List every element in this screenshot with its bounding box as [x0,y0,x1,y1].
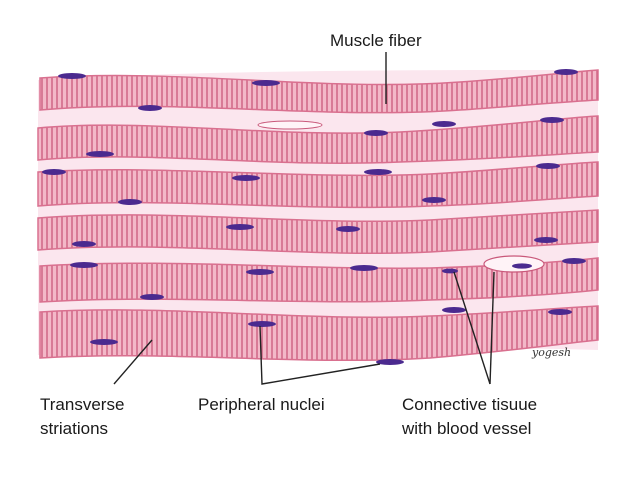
muscle-fiber [39,305,599,362]
nucleus [86,151,114,157]
nucleus [442,268,458,274]
muscle-fiber [39,257,599,303]
label-connective-line1: Connective tisuue [402,395,537,414]
blood-vessel [483,255,545,273]
label-striations-line2: striations [40,419,108,438]
nucleus [376,359,404,365]
nucleus [422,197,446,203]
muscle-fiber [37,161,599,209]
nucleus [138,105,162,111]
leader-line-connective-2 [489,271,495,385]
label-muscle-fiber: Muscle fiber [330,31,422,50]
nucleus [140,294,164,300]
leader-line-nuclei [259,325,381,385]
nucleus [72,241,96,247]
nucleus [364,169,392,175]
nucleus [540,117,564,123]
nucleus [336,226,360,232]
muscle-fibers [37,69,599,362]
nucleus [350,265,378,271]
muscle-fiber [37,209,599,255]
nucleus [58,73,86,79]
blood-vessel [257,120,323,130]
nucleus [536,163,560,169]
nucleus [70,262,98,268]
label-connective-line2: with blood vessel [401,419,531,438]
nucleus [512,263,532,269]
leader-line-striations [113,339,153,385]
artist-signature: yogesh [531,346,571,359]
nucleus [90,339,118,345]
nucleus [246,269,274,275]
muscle-fiber [37,115,599,165]
label-peripheral-nuclei: Peripheral nuclei [198,395,325,414]
nucleus [42,169,66,175]
label-striations-line1: Transverse [40,395,124,414]
nuclei-group [42,69,586,365]
nucleus [232,175,260,181]
nucleus [226,224,254,230]
nucleus [562,258,586,264]
nucleus [548,309,572,315]
nucleus [248,321,276,327]
nucleus [252,80,280,86]
nucleus [534,237,558,243]
nucleus [364,130,388,136]
leader-line-connective-1 [453,271,491,385]
nucleus [554,69,578,75]
nucleus [442,307,466,313]
nucleus [118,199,142,205]
nucleus [432,121,456,127]
